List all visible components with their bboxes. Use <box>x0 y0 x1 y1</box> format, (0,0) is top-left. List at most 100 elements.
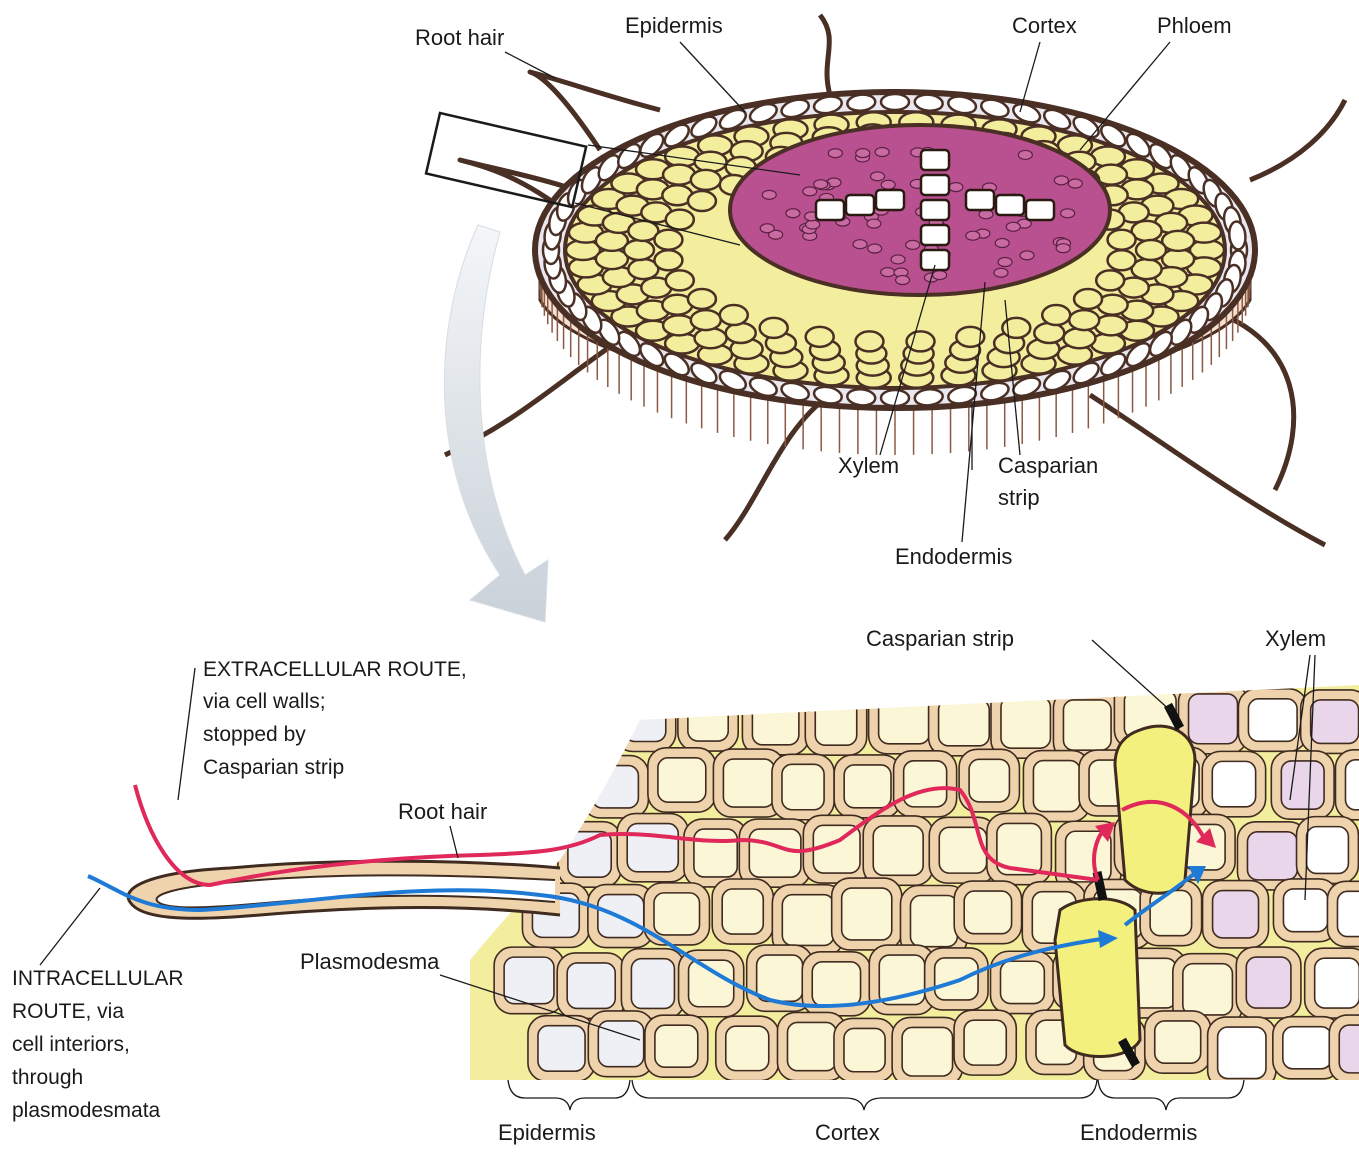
stele-cell <box>949 183 963 192</box>
cortex-cell <box>654 230 682 250</box>
intracellular-route-line5: plasmodesmata <box>12 1099 161 1122</box>
label-endodermis-top: Endodermis <box>895 544 1012 569</box>
tissue-cell <box>777 890 839 951</box>
cortex-cell <box>654 250 682 270</box>
cortex-cell <box>666 270 694 290</box>
label-xylem: Xylem <box>838 453 899 478</box>
stele-cell <box>1018 150 1032 159</box>
tissue-cell <box>1241 952 1296 1013</box>
xylem-vessel <box>996 195 1024 215</box>
tissue-cell-membrane <box>532 758 578 803</box>
tissue-cell <box>1213 1022 1271 1083</box>
tissue-cell <box>1332 886 1359 941</box>
tissue-cell <box>1184 689 1243 749</box>
stele-cell <box>881 180 895 189</box>
cortex-cell <box>688 289 716 309</box>
tissue-cell-wall <box>559 686 622 752</box>
tissue-cell <box>1028 756 1085 817</box>
tissue-cell <box>527 753 583 808</box>
tissue-cell-wall <box>522 748 588 813</box>
tissue-cell-membrane <box>569 696 612 742</box>
intracellular-route-line2: ROUTE, via <box>12 1000 124 1023</box>
tissue-cell <box>1058 695 1116 755</box>
extracellular-route-line4: Casparian strip <box>203 756 344 779</box>
label-root-hair-bottom: Root hair <box>398 799 487 824</box>
cortex-cell <box>691 170 721 190</box>
cortex-cell <box>1096 270 1124 290</box>
intracellular-route-line4: through <box>12 1066 83 1089</box>
epidermis-cell <box>881 94 909 110</box>
stele-cell <box>896 276 910 285</box>
root-cross-section: Root hair Epidermis Cortex Phloem Xylem … <box>415 13 1345 622</box>
label-plasmodesma: Plasmodesma <box>300 949 440 974</box>
cortex-cell <box>1042 305 1070 325</box>
intracellular-route-line3: cell interiors, <box>12 1033 130 1056</box>
label-casparian-strip-top-1: Casparian <box>998 453 1098 478</box>
cortex-cell <box>760 318 788 338</box>
cortex-cell <box>1108 230 1136 250</box>
stele-cell <box>994 268 1008 277</box>
tissue-cell <box>622 819 683 877</box>
xylem-vessel <box>921 175 949 195</box>
root-hair-shape <box>1210 310 1294 490</box>
tissue-cell <box>562 958 620 1014</box>
tissue-enlargement: EXTRACELLULAR ROUTE, via cell walls; sto… <box>12 626 1359 1145</box>
stele-cell <box>762 190 776 199</box>
stele-cell <box>881 268 895 277</box>
tissue-cell <box>897 1022 957 1081</box>
cortex-cell <box>1136 240 1166 260</box>
stele-cell <box>966 231 980 240</box>
stele-cell <box>814 180 828 189</box>
stele-cell <box>906 240 920 249</box>
tissue-cell <box>782 1017 841 1075</box>
stele-cell <box>853 240 867 249</box>
tissue-cell <box>996 692 1055 753</box>
stele-cell <box>803 187 817 196</box>
cortex-cell <box>1108 250 1136 270</box>
stele-cell <box>1068 179 1082 188</box>
label-cortex: Cortex <box>1012 13 1077 38</box>
region-epidermis: Epidermis <box>498 1120 596 1145</box>
tissue-cell <box>744 824 806 882</box>
label-phloem: Phloem <box>1157 13 1232 38</box>
label-root-hair: Root hair <box>415 25 504 50</box>
label-epidermis: Epidermis <box>625 13 723 38</box>
tissue-cell <box>718 754 779 812</box>
tissue-cell <box>1208 886 1264 943</box>
cortex-cell <box>695 328 727 348</box>
label-xylem-bottom: Xylem <box>1265 626 1326 651</box>
cortex-cell <box>855 331 883 351</box>
label-casparian-strip-bottom: Casparian strip <box>866 626 1014 651</box>
tissue-cell-membrane <box>505 697 549 748</box>
label-casparian-strip-top-2: strip <box>998 485 1040 510</box>
extracellular-route-line1: EXTRACELLULAR ROUTE, <box>203 658 467 681</box>
cortex-cell <box>720 305 748 325</box>
extracellular-route-line3: stopped by <box>203 723 306 746</box>
xylem-vessel <box>921 150 949 170</box>
stele-cell <box>1020 251 1034 260</box>
stele-cell <box>1061 209 1075 218</box>
stele-cell <box>995 239 1009 248</box>
tissue-cell <box>934 695 995 751</box>
tissue-cell <box>499 952 559 1009</box>
stele-cell <box>786 209 800 218</box>
extracellular-route-line2: via cell walls; <box>203 690 326 713</box>
region-endodermis: Endodermis <box>1080 1120 1197 1145</box>
stele-cell <box>1056 244 1070 253</box>
region-braces <box>508 1080 1244 1110</box>
root-hair-shape <box>820 15 830 95</box>
tissue-cell <box>1334 1020 1359 1078</box>
tissue-cell <box>747 689 803 750</box>
xylem-vessel <box>921 200 949 220</box>
stele-cell <box>828 149 842 158</box>
xylem-vessel <box>876 190 904 210</box>
cortex-cell <box>624 240 654 260</box>
root-hair-shape <box>1250 100 1345 180</box>
intracellular-route-line1: INTRACELLULAR <box>12 967 184 990</box>
stele-cell <box>875 148 889 157</box>
stele-cell <box>871 172 885 181</box>
tissue-cell <box>868 821 928 880</box>
tissue-cell <box>837 883 897 945</box>
stele-cell <box>998 258 1012 267</box>
